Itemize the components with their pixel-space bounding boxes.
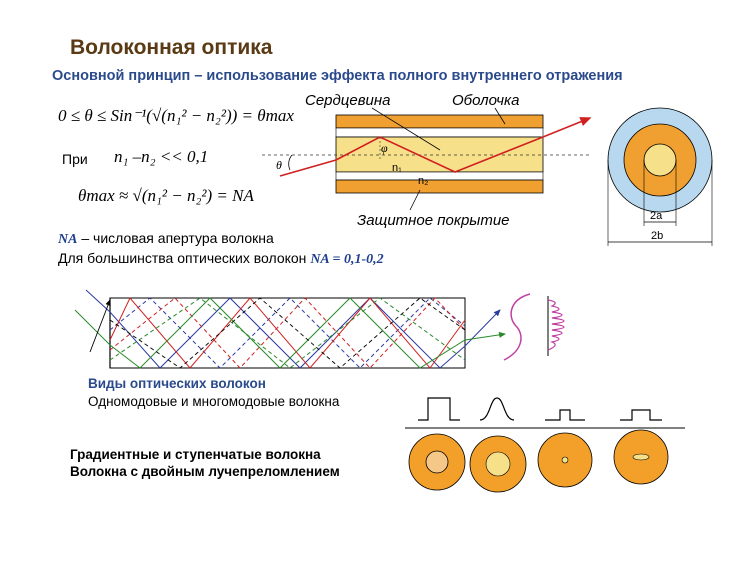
fiber-outline [109, 297, 466, 369]
dim-2a-label: 2a [650, 210, 663, 222]
formula-numerical-aperture: θmax ≈ √(n₁² − n₂²) = NA [78, 186, 254, 205]
fiber-types-heading: Виды оптических волокон [88, 376, 266, 391]
coating-leader-line [409, 189, 421, 211]
fiber-core [335, 136, 544, 173]
disk-elliptical-core [632, 453, 650, 461]
ray-blue-solid [85, 289, 501, 369]
fiber-type-disks [408, 429, 669, 493]
na-range-value: NA = 0,1-0,2 [310, 252, 384, 267]
ray-green-dashed [109, 297, 466, 369]
ray-red-dashed [109, 297, 466, 369]
formula-condition-label: При [62, 151, 88, 167]
fiber-end-view [607, 107, 713, 246]
lower-gap [335, 171, 544, 181]
ray-red-solid [109, 297, 466, 369]
multimode-propagation-diagram [74, 289, 565, 369]
lower-cladding [335, 179, 544, 194]
index-profiles [405, 397, 685, 429]
profile-step-singlemode [545, 409, 585, 421]
formula-theta-range: 0 ≤ θ ≤ Sin⁻¹(√(n₁² − n₂²)) = θmax [58, 106, 294, 125]
theta-label: θ [276, 158, 282, 172]
fiber-types-gradient-step: Градиентные и ступенчатые волокна [70, 447, 321, 462]
core-label: Сердцевина [305, 92, 391, 109]
core-leader-line [371, 107, 441, 151]
formula-index-difference: n₁ –n₂ << 0,1 [114, 147, 209, 166]
ray-black-dashed [109, 297, 466, 369]
profile-gradient [479, 397, 515, 421]
coating-label: Защитное покрытие [357, 212, 510, 229]
profile-birefringent [620, 409, 662, 421]
disk-core [485, 451, 511, 477]
theta-arc [288, 154, 293, 171]
fiber-types-single-multi: Одномодовые и многомодовые волокна [88, 394, 340, 409]
fiber-types-birefringent: Волокна с двойным лучепреломлением [70, 464, 340, 479]
cladding-label: Оболочка [452, 92, 520, 109]
signal-oscillation [547, 299, 565, 351]
disk-core [425, 450, 449, 474]
phi-label: φ [381, 141, 388, 155]
disk-core [561, 456, 569, 464]
fiber-cross-section-longitudinal [262, 107, 592, 211]
upper-cladding [335, 114, 544, 129]
page-title: Волоконная оптика [70, 36, 273, 59]
ray-green-solid [74, 297, 506, 369]
n2-label: n₂ [418, 175, 429, 187]
page-subtitle: Основной принцип – использование эффекта… [52, 68, 623, 84]
upper-gap [335, 127, 544, 138]
cladding-leader-line [494, 107, 506, 125]
na-typical-range: Для большинства оптических волокон NA = … [58, 250, 384, 268]
light-ray [279, 117, 592, 177]
core-circle [643, 143, 677, 177]
ray-blue-dashed [109, 297, 466, 369]
na-description: – числовая апертура волокна [77, 230, 274, 246]
n1-label: n₁ [392, 162, 402, 174]
na-definition: NA – числовая апертура волокна [58, 230, 274, 248]
dim-2b-label: 2b [651, 230, 664, 242]
output-pulse-shape [503, 293, 531, 361]
ray-input-black [89, 299, 111, 353]
na-range-text: Для большинства оптических волокон [58, 250, 311, 266]
na-symbol: NA [58, 232, 78, 247]
profile-step-multimode [418, 397, 460, 421]
